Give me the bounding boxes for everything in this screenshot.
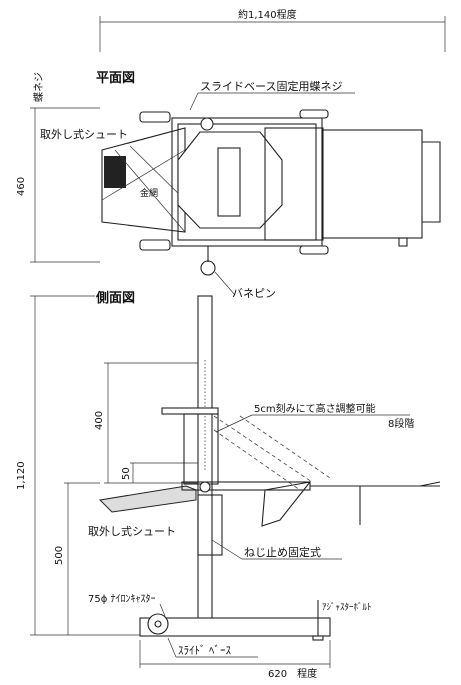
side-view: 側面図 1,120 400 50 500 5cm刻みにて高さ調整可能 8段階 取…: [16, 290, 441, 680]
top-center-slot: [217, 147, 241, 217]
adjust-note-label: 5cm刻みにて高さ調整可能: [254, 402, 376, 415]
slide-base-leader: [167, 637, 177, 658]
adjust-note-leader: [215, 414, 253, 433]
top-view-title: 平面図: [96, 71, 135, 86]
side-pivot-knob: [199, 481, 211, 493]
slide-base-screw-label: スライドベース固定用蝶ネジ: [200, 79, 342, 93]
side-column: [197, 295, 213, 627]
slide-base-screw-leader: [189, 92, 199, 111]
top-table: [321, 129, 423, 239]
top-table-foot: [398, 237, 408, 247]
top-caster-lower-right: [299, 245, 329, 255]
screw-fixed-leader: [211, 539, 243, 560]
adjust-range-label: 400: [94, 411, 105, 430]
lower-height-label: 500: [54, 546, 65, 565]
side-caster-wheel: [147, 613, 169, 635]
step-size-label: 50: [121, 467, 132, 480]
side-upper-bracket: [161, 407, 219, 415]
top-table-handle: [422, 141, 441, 223]
butterfly-screw-side-label: 蝶ネジ: [32, 72, 45, 102]
chute-mesh-line-3: [101, 149, 186, 201]
caster-leader: [159, 603, 166, 617]
top-side-frame: [264, 127, 324, 241]
side-raised-tray-dashed: [213, 415, 331, 491]
top-caster-upper-left: [139, 111, 171, 123]
side-chute-label: 取外し式シュート: [88, 525, 176, 538]
chute-mesh-line-1: [114, 149, 186, 233]
adjuster-bolt-label: ｱｼﾞｬｽﾀｰﾎﾞﾙﾄ: [322, 602, 372, 613]
chute-dark-panel: [104, 156, 126, 188]
screw-fixed-label: ねじ止め固定式: [244, 545, 321, 559]
top-view: 約1,140程度 平面図 460 蝶ネジ スライドベース固定用蝶ネジ 取外し式シ…: [16, 8, 446, 300]
slide-base-screw-knob: [200, 117, 214, 131]
top-chute-label: 取外し式シュート: [40, 128, 128, 141]
side-extension-handle: [419, 481, 441, 487]
slide-base-label: ｽﾗｲﾄﾞ ﾍﾞｰｽ: [178, 644, 231, 657]
chute-mesh-line-2: [129, 145, 186, 201]
top-caster-upper-right: [299, 109, 329, 119]
caster-label: 75ϕ ﾅｲﾛﾝｷｬｽﾀｰ: [88, 593, 156, 605]
depth-label: 460: [16, 177, 27, 196]
base-length-label: 620 程度: [268, 667, 317, 680]
top-octagon-body: [177, 131, 283, 229]
side-chute: [98, 485, 197, 513]
wire-mesh-label: 金網: [140, 187, 158, 199]
spring-pin-knob: [200, 260, 216, 276]
top-caster-lower-left: [139, 239, 171, 251]
side-slide-base: [139, 617, 331, 637]
spring-pin-label: バネピン: [232, 287, 276, 300]
spring-pin-leader: [214, 271, 236, 296]
side-table-brace: [261, 481, 312, 527]
side-view-title: 側面図: [95, 290, 135, 306]
adjuster-bolt-foot: [312, 635, 324, 641]
total-height-label: 1,120: [16, 461, 27, 490]
side-caster-hub: [154, 620, 162, 628]
steps-label: 8段階: [388, 417, 414, 430]
overall-width-label: 約1,140程度: [238, 8, 297, 21]
side-lower-housing: [197, 494, 223, 556]
